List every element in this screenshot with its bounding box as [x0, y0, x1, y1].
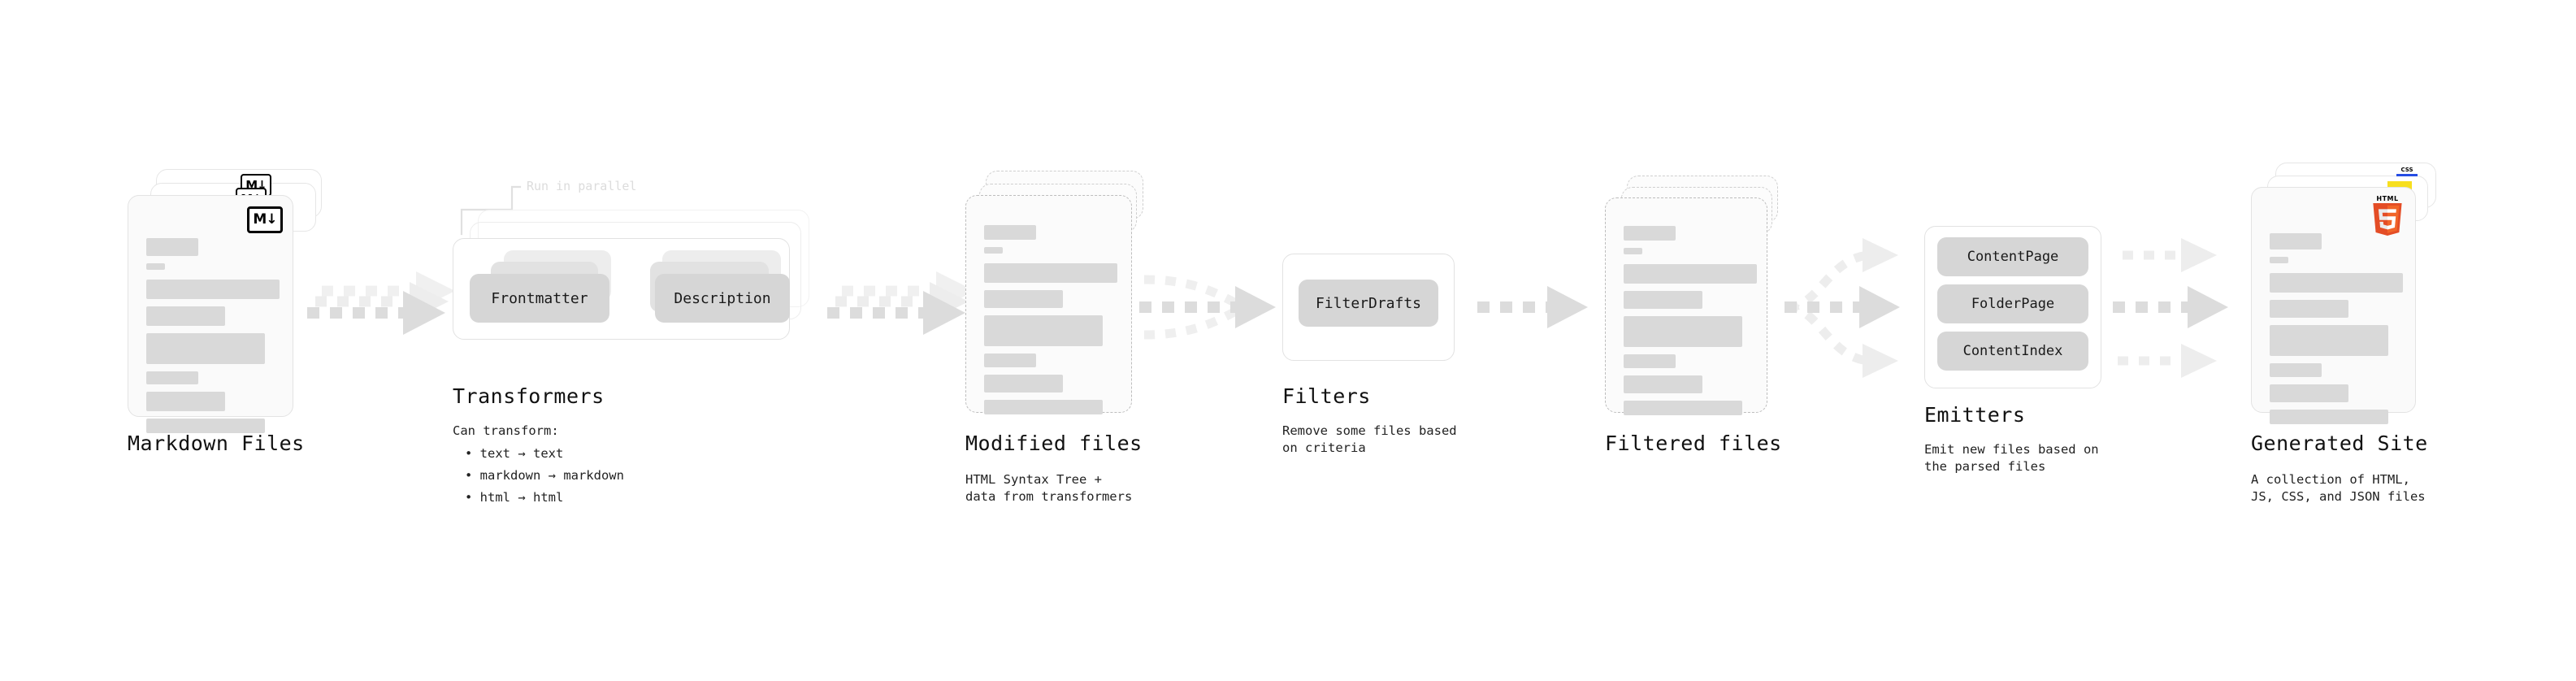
transformers-bullet-2: • markdown → markdown: [465, 468, 624, 483]
content-bar: [984, 375, 1063, 393]
content-bar: [2270, 363, 2322, 377]
stage-title-filtered-files: Filtered files: [1605, 432, 1782, 455]
content-bar: [984, 315, 1103, 346]
content-bar: [984, 354, 1036, 367]
arrow-markdown-to-transformers: [307, 271, 455, 335]
arrow-filtered-to-emitters: [1785, 238, 1900, 378]
transformers-bullet-1: • text → text: [465, 446, 564, 461]
emitter-pill-contentpage[interactable]: ContentPage: [1937, 237, 2088, 276]
stage-title-markdown-files: Markdown Files: [128, 432, 305, 455]
emitter-pill-contentindex[interactable]: ContentIndex: [1937, 332, 2088, 371]
content-bar: [2270, 300, 2348, 318]
content-bar: [2270, 233, 2322, 249]
stage-title-emitters: Emitters: [1924, 403, 2026, 427]
filtered-card-content-bars: [1624, 226, 1757, 423]
content-bar: [1624, 401, 1742, 415]
modified-file-card[interactable]: [965, 195, 1132, 414]
content-bar: [1624, 226, 1676, 241]
content-bar: [1624, 316, 1742, 347]
transformers-bullet-3: • html → html: [465, 490, 564, 505]
markdown-badge-front: M↓: [247, 206, 283, 233]
html5-badge-wordmark: HTML: [2376, 195, 2399, 202]
emitters-subtitle: Emit new files based on the parsed files: [1924, 442, 2099, 474]
filter-pill-filterdrafts[interactable]: FilterDrafts: [1299, 280, 1438, 327]
content-bar: [146, 392, 225, 411]
transformers-subtitle: Can transform:: [453, 423, 559, 438]
emitter-pill-folderpage[interactable]: FolderPage: [1937, 284, 2088, 323]
filtered-file-card[interactable]: [1605, 197, 1767, 415]
html5-shield-icon: [2373, 203, 2402, 236]
content-bar: [2270, 410, 2388, 424]
content-bar: [984, 290, 1063, 308]
arrow-filters-to-filtered: [1477, 286, 1588, 328]
css-badge-underline: [2396, 174, 2418, 176]
transformer-pill-description[interactable]: Description: [655, 274, 790, 323]
emitter-pill-label: ContentPage: [1967, 249, 2059, 265]
content-bar: [1624, 354, 1676, 368]
content-bar: [1624, 264, 1757, 284]
modified-files-subtitle: HTML Syntax Tree + data from transformer…: [965, 472, 1133, 504]
markdown-file-card[interactable]: M↓: [128, 195, 293, 433]
emitter-pill-label: ContentIndex: [1962, 343, 2063, 359]
arrow-emitters-to-site: [2113, 238, 2228, 378]
transformer-pill-label: Frontmatter: [491, 289, 588, 307]
stage-title-filters: Filters: [1282, 384, 1371, 408]
content-bar: [984, 225, 1036, 240]
run-in-parallel-label: Run in parallel: [527, 179, 637, 193]
stage-title-generated-site: Generated Site: [2251, 432, 2428, 455]
css-badge-label: CSS: [2400, 167, 2413, 173]
content-bar: [146, 306, 225, 326]
content-bar: [984, 400, 1103, 414]
stage-title-transformers: Transformers: [453, 384, 605, 408]
transformer-pill-label: Description: [674, 289, 771, 307]
filters-subtitle: Remove some files based on criteria: [1282, 423, 1457, 455]
generated-site-card[interactable]: HTML: [2251, 187, 2416, 424]
filter-pill-label: FilterDrafts: [1315, 294, 1422, 312]
content-bar: [146, 238, 198, 256]
arrow-modified-to-filters: [1139, 275, 1276, 340]
stage-title-modified-files: Modified files: [965, 432, 1143, 455]
transformer-pill-frontmatter[interactable]: Frontmatter: [470, 274, 609, 323]
content-bar: [2270, 257, 2288, 263]
site-card-content-bars: [2270, 233, 2403, 432]
html5-badge: HTML: [2370, 195, 2405, 236]
content-bar: [146, 280, 280, 299]
markdown-card-content-bars: [146, 238, 280, 440]
content-bar: [984, 247, 1003, 254]
arrow-transformers-to-modified: [827, 271, 975, 335]
modified-card-content-bars: [984, 225, 1117, 422]
content-bar: [2270, 273, 2403, 293]
emitter-pill-label: FolderPage: [1971, 296, 2055, 312]
generated-site-subtitle: A collection of HTML, JS, CSS, and JSON …: [2251, 472, 2426, 504]
content-bar: [2270, 325, 2388, 356]
content-bar: [146, 419, 265, 433]
content-bar: [2270, 384, 2348, 402]
content-bar: [146, 371, 198, 384]
content-bar: [1624, 375, 1702, 393]
content-bar: [146, 333, 265, 364]
content-bar: [984, 263, 1117, 283]
css-badge: CSS: [2396, 167, 2418, 176]
content-bar: [1624, 291, 1702, 309]
content-bar: [1624, 248, 1642, 254]
content-bar: [146, 263, 165, 270]
